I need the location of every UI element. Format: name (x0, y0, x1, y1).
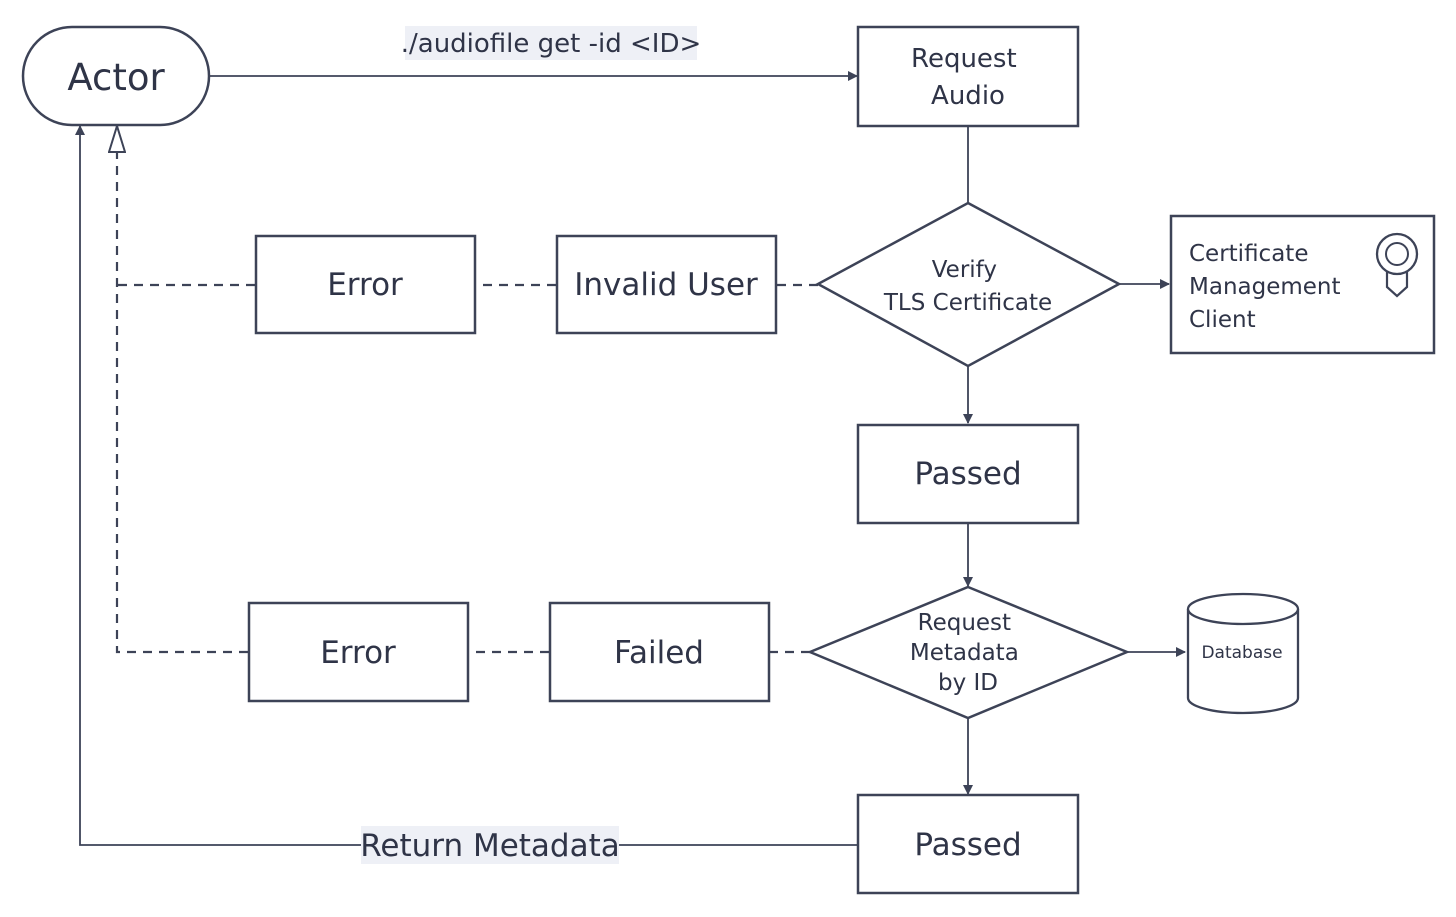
dashed-error-2-to-actor (117, 126, 248, 654)
certificate-badge-icon (1375, 232, 1419, 298)
command-label-background (405, 26, 697, 60)
invalid-user-label: Invalid User (574, 267, 758, 303)
error-label-2: Error (320, 635, 396, 671)
passed-node-1 (856, 423, 1080, 525)
failed-node (548, 601, 771, 703)
actor-node (21, 25, 211, 127)
certificate-client-label: Certificate Management Client (1189, 241, 1348, 333)
verify-tls-label: Verify TLS Certificate (883, 257, 1052, 316)
request-metadata-label: Request Metadata by ID (910, 610, 1026, 696)
request-audio-label: Request Audio (911, 44, 1025, 111)
passed-label-1: Passed (914, 456, 1021, 492)
failed-label: Failed (614, 635, 704, 671)
passed-node-2 (856, 793, 1080, 895)
edge-return-to-actor (75, 125, 857, 846)
error-label-1: Error (327, 267, 403, 303)
command-label: ./audiofile get -id <ID> (401, 29, 702, 59)
database-node (1186, 592, 1300, 715)
database-label: Database (1201, 643, 1282, 663)
passed-label-2: Passed (914, 827, 1021, 863)
actor-label: Actor (67, 56, 165, 99)
verify-tls-decision (815, 201, 1122, 368)
return-metadata-label: Return Metadata (360, 828, 620, 864)
error-node-2 (247, 601, 470, 703)
error-node-1 (254, 234, 477, 335)
request-audio-node (856, 25, 1080, 128)
return-metadata-background (361, 826, 619, 864)
invalid-user-node (555, 234, 778, 335)
request-metadata-decision (806, 585, 1131, 720)
